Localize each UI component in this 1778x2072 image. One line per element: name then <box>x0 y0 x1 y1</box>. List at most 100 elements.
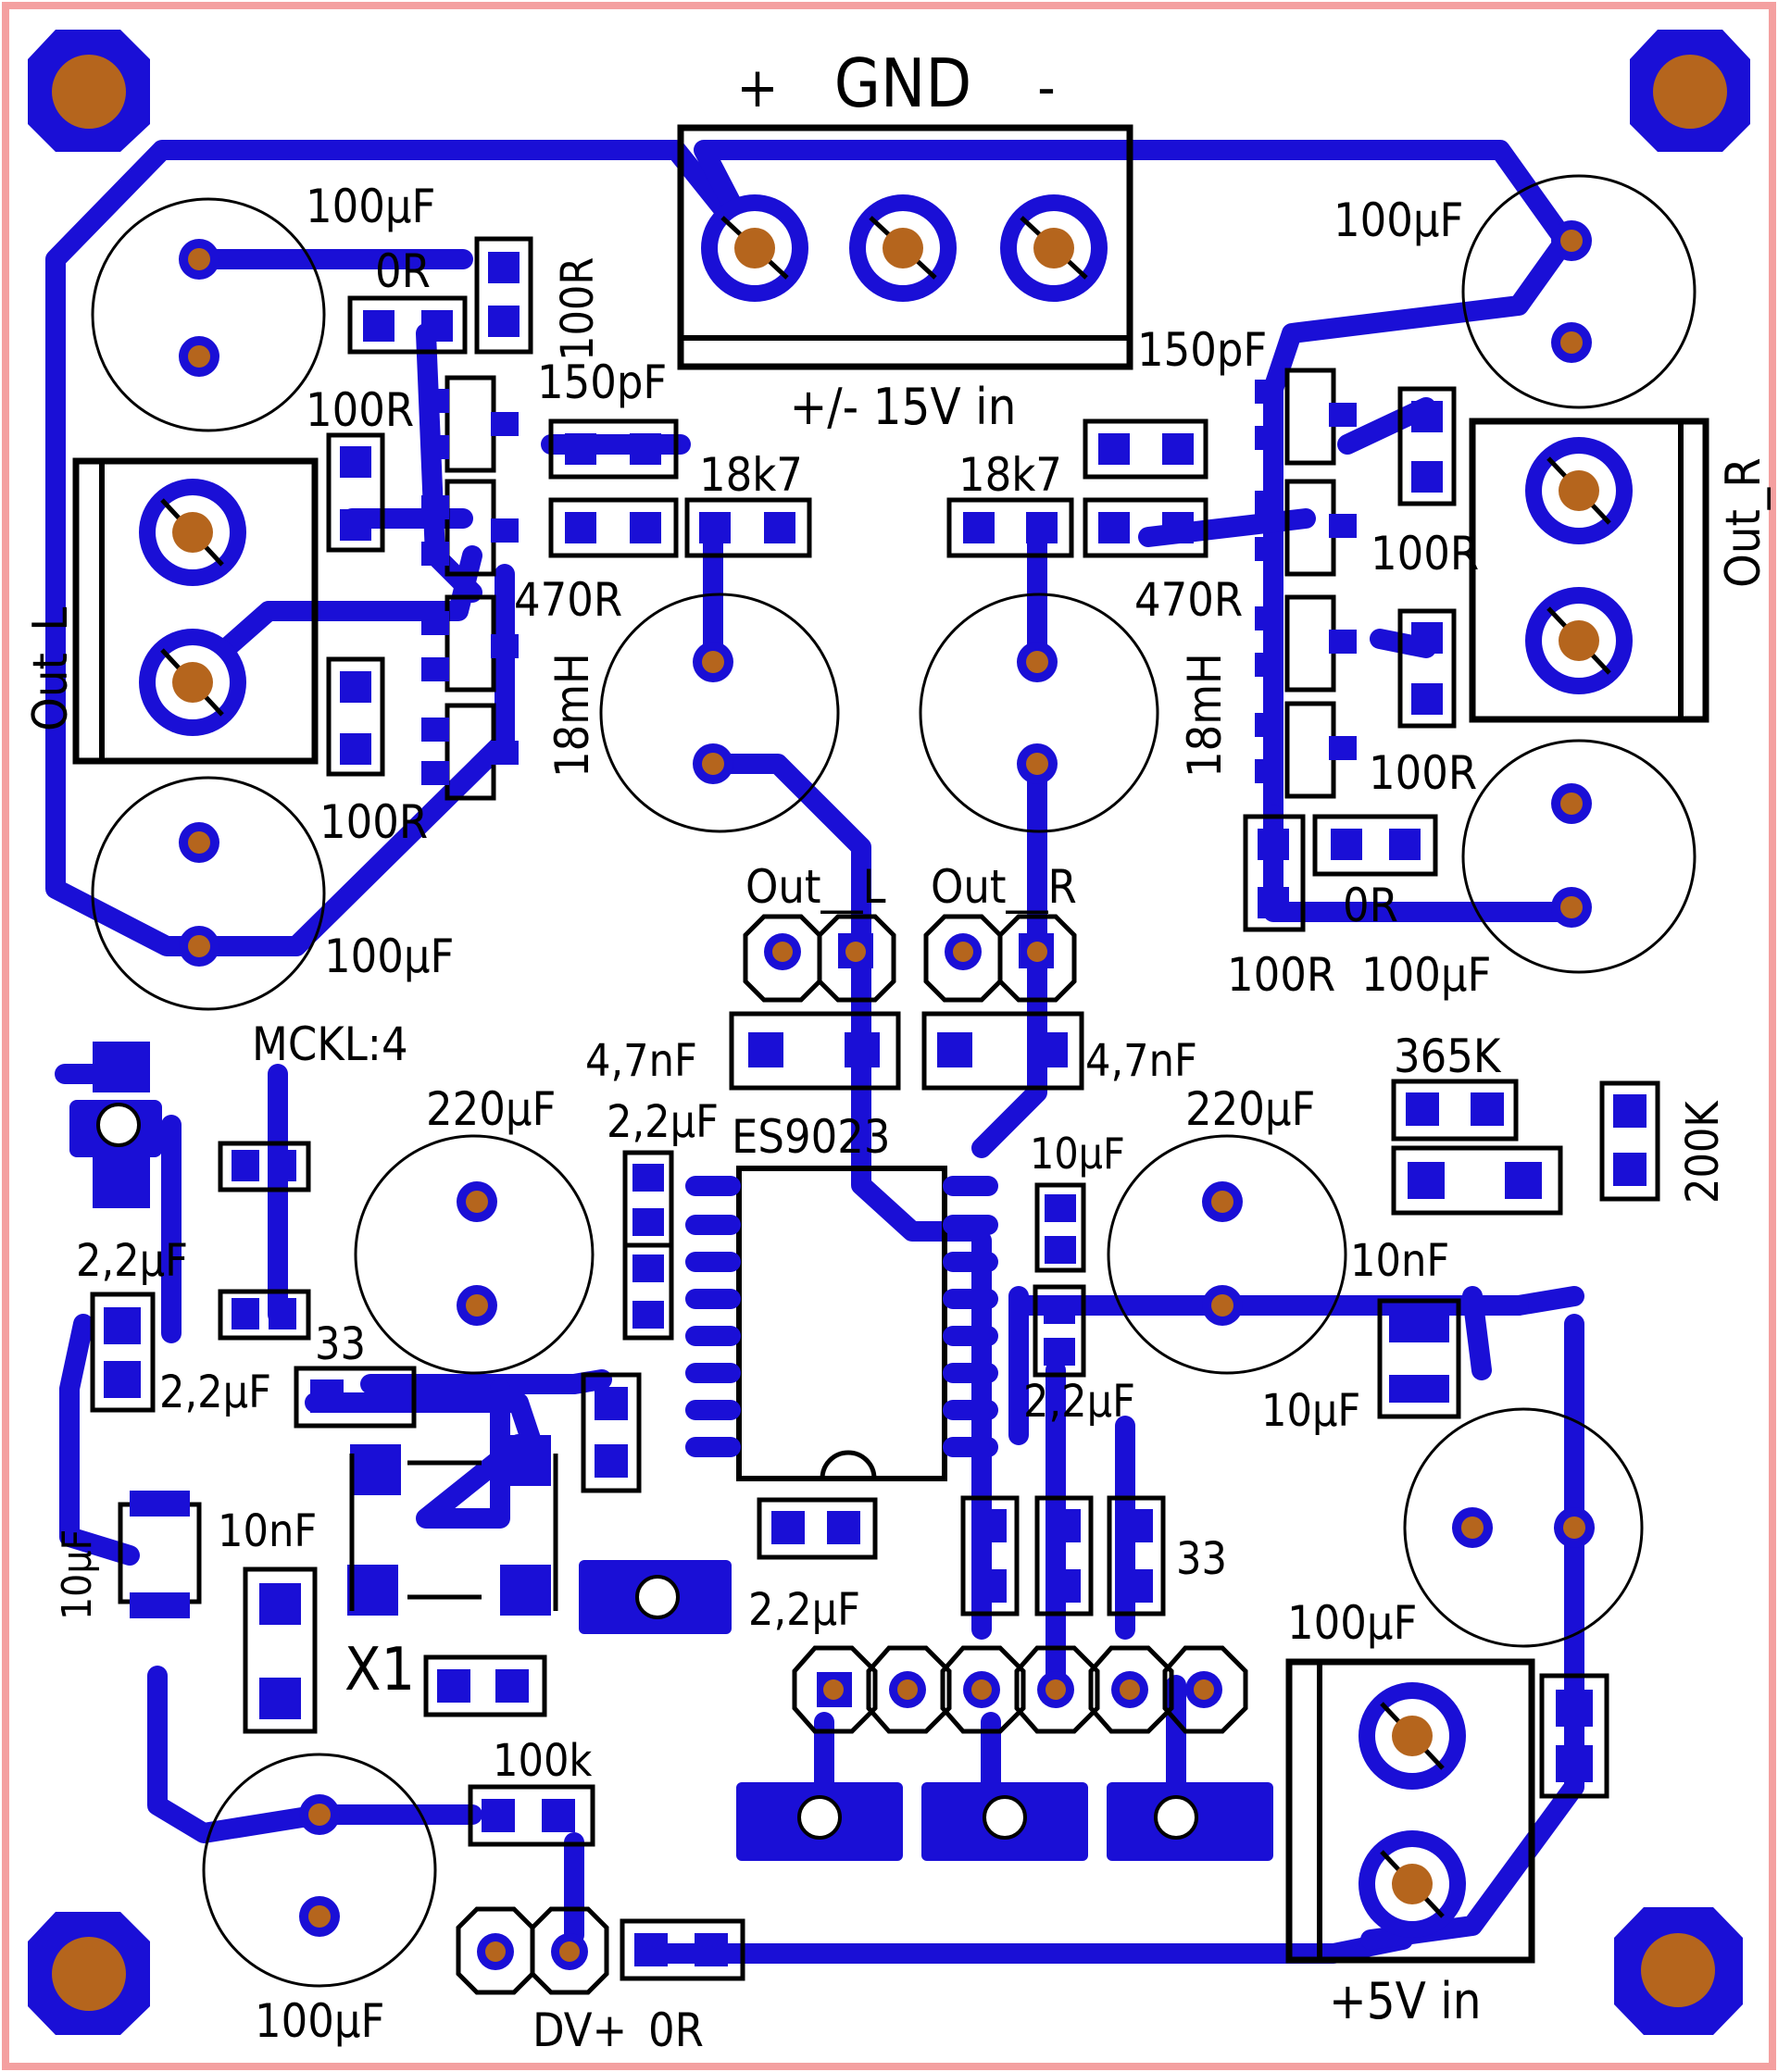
label-header-out-r: Out__R <box>931 860 1077 914</box>
label-cap-100uf-tl: 100µF <box>306 180 435 233</box>
label-cap-100uf-br: 100µF <box>1287 1596 1417 1650</box>
terminal-pin-minus <box>1000 194 1108 302</box>
label-res-0r-r: 0R <box>1343 879 1398 932</box>
button-2 <box>921 1782 1088 1861</box>
ic-sot-left-d <box>421 703 519 801</box>
label-dvplus: DV+ <box>532 2003 627 2057</box>
res-33-b <box>1034 1495 1094 1616</box>
cap-100uf-bottom-right <box>1403 1407 1644 1648</box>
cap-right-supply <box>1539 1673 1609 1799</box>
cap-10uf-left <box>118 1491 202 1618</box>
inductor-18mh-left <box>599 593 840 833</box>
silkscreen-labels: 100µF 0R 100R 100R 150pF 18k7 470R 18mH … <box>54 180 1729 2057</box>
label-cap-100uf-l: 100µF <box>324 930 454 983</box>
res-33-c <box>1107 1495 1166 1616</box>
led-x1 <box>579 1560 732 1634</box>
res-100r-left-1 <box>326 432 385 553</box>
label-supply-5v: +5V in <box>1329 1972 1482 2030</box>
label-res-0r-tl: 0R <box>375 244 431 298</box>
ic-sot-right-c <box>1255 594 1357 693</box>
label-cap-10uf-l: 10µF <box>54 1529 101 1620</box>
label-res-18k7-r: 18k7 <box>958 448 1062 502</box>
terminal-pin-plus <box>701 194 808 302</box>
out-r-terminal-label: Out_R <box>1716 457 1772 588</box>
label-cap-150pf-r: 150pF <box>1137 323 1267 377</box>
inductor-18mh-right <box>919 593 1159 833</box>
cap-150pf-left-b <box>548 497 679 558</box>
cap-220uf-left <box>354 1134 595 1375</box>
label-chip: ES9023 <box>732 1110 890 1164</box>
label-res-0r-b: 0R <box>648 2003 704 2057</box>
label-cap-22uf-b: 2,2µF <box>76 1235 188 1287</box>
label-res-100r-r3: 100R <box>1227 948 1335 1002</box>
cap-100uf-bottom-left <box>202 1753 437 1988</box>
out-l-terminal-label: Out_L <box>23 607 79 731</box>
label-res-100r-l2: 100R <box>319 795 428 849</box>
cap-47nf-right <box>921 1011 1084 1091</box>
label-header-out-l: Out__L <box>745 860 886 914</box>
ic-sot-left-b <box>421 479 519 577</box>
label-cap-100uf-bl: 100µF <box>255 1994 384 2048</box>
cap-22uf-mclk-a <box>218 1141 311 1192</box>
ic-sot-left-c <box>421 594 519 693</box>
cap-220uf-right <box>1107 1134 1347 1375</box>
cap-100uf-top-left <box>91 197 326 432</box>
button-1 <box>736 1782 903 1861</box>
cap-47nf-left <box>729 1011 901 1091</box>
cap-22uf-mclk-b <box>218 1289 311 1341</box>
label-cap-220uf-r: 220µF <box>1185 1082 1315 1136</box>
res-18k7-right <box>946 497 1074 558</box>
res-365k <box>1391 1079 1519 1142</box>
res-18k7-left <box>684 497 812 558</box>
mounting-holes <box>28 30 1750 2035</box>
electrolytic-capacitors <box>91 174 1697 1988</box>
out-r-terminal <box>1469 418 1709 723</box>
label-res-18k7-l: 18k7 <box>699 448 803 502</box>
ic-sot-right-b <box>1255 479 1357 577</box>
label-cap-10uf-top: 10µF <box>1030 1129 1125 1179</box>
cap-22uf-chip-c <box>1033 1284 1086 1378</box>
label-res-33-r: 33 <box>1176 1533 1227 1585</box>
label-res-470r-l: 470R <box>514 573 622 627</box>
res-100r-left-2 <box>326 656 385 777</box>
res-100k <box>468 1784 595 1847</box>
ic-sot-left-a <box>421 375 519 473</box>
label-cap-22uf-c: 2,2µF <box>159 1367 271 1418</box>
label-res-100r-r1: 100R <box>1371 527 1479 580</box>
res-100r-right-2 <box>1397 608 1457 729</box>
label-ind-18mh-l: 18mH <box>545 653 599 778</box>
label-cap-100uf-tr: 100µF <box>1334 193 1463 247</box>
label-res-33-l: 33 <box>315 1318 366 1370</box>
led-pads <box>69 1042 1273 1861</box>
label-res-100r-r2: 100R <box>1369 746 1477 800</box>
res-100r-right-3 <box>1243 814 1306 932</box>
res-x1-load <box>423 1654 547 1717</box>
label-cap-220uf-l: 220µF <box>426 1082 556 1136</box>
header-dvplus <box>456 1906 609 1995</box>
res-0r-top-left <box>347 295 468 355</box>
res-33-left <box>294 1366 417 1429</box>
label-ind-18mh-r: 18mH <box>1178 653 1232 778</box>
res-100r-right-1 <box>1397 386 1457 506</box>
out-l-terminal <box>72 457 319 765</box>
power-plus-label: + <box>736 56 778 120</box>
res-0r-right <box>1312 814 1438 877</box>
label-cap-22uf-a: 2,2µF <box>607 1096 719 1148</box>
cap-10uf-right <box>1377 1298 1461 1419</box>
cap-100uf-top-right <box>1461 174 1697 409</box>
cap-10uf-chip-top <box>1034 1182 1086 1273</box>
label-res-200k: 200K <box>1677 1100 1729 1204</box>
cap-150pf-left-a <box>548 418 679 480</box>
header-out-r <box>923 914 1077 1003</box>
res-100r-top-left-v <box>474 236 533 355</box>
label-res-365k: 365K <box>1394 1030 1502 1083</box>
label-cap-47nf-l: 4,7nF <box>585 1035 697 1087</box>
label-res-100r-tl-v: 100R <box>552 257 604 361</box>
cap-100uf-right <box>1461 739 1697 974</box>
power-gnd-label: GND <box>834 44 972 122</box>
crystal-x1 <box>347 1435 558 1616</box>
cap-150pf-right-a <box>1083 418 1208 480</box>
label-cap-100uf-r: 100µF <box>1361 948 1491 1002</box>
smd-footprints <box>90 236 1660 1981</box>
